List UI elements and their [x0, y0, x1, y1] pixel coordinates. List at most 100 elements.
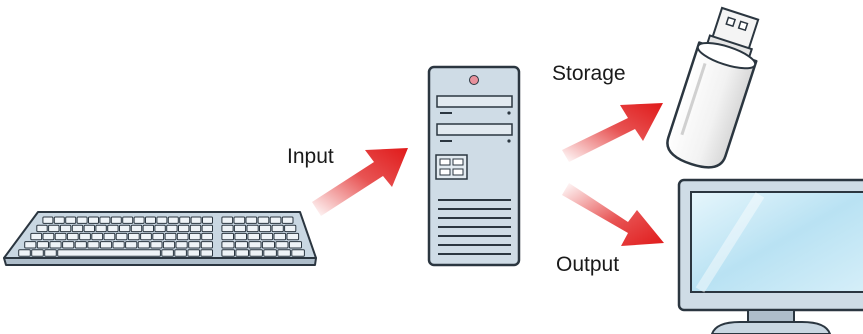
keyboard-key: [125, 241, 138, 249]
keypad-key: [261, 241, 275, 249]
storage-arrow: [562, 103, 663, 162]
keypad-key: [234, 241, 248, 249]
keypad-key: [273, 232, 287, 241]
keyboard-key: [127, 232, 140, 241]
keyboard-key: [36, 224, 48, 233]
keyboard-key: [103, 232, 116, 241]
keyboard-key: [115, 232, 128, 241]
keypad-key: [221, 216, 234, 224]
keyboard-key: [130, 224, 143, 233]
keypad-key: [221, 232, 234, 241]
keyboard-key: [175, 241, 188, 249]
keyboard-key: [142, 224, 155, 233]
keypad-key: [235, 249, 249, 257]
keyboard-key: [88, 216, 99, 224]
keyboard-key: [187, 249, 200, 257]
keyboard-key: [202, 216, 213, 224]
keyboard-key: [189, 224, 202, 233]
keyboard-key: [145, 216, 156, 224]
keyboard-key: [65, 216, 77, 224]
keypad-key: [291, 249, 305, 257]
keyboard-key: [200, 241, 214, 249]
keyboard-key: [91, 232, 104, 241]
keypad-key: [260, 232, 274, 241]
keyboard-key: [79, 232, 91, 241]
storage-label: Storage: [552, 62, 626, 85]
keyboard-key: [178, 224, 190, 233]
keypad-key: [286, 232, 300, 241]
keypad-key: [271, 224, 284, 233]
keyboard-key: [53, 216, 65, 224]
keyboard-key: [201, 224, 214, 233]
keyboard-key: [150, 241, 163, 249]
keypad-key: [221, 224, 234, 233]
keyboard-key: [42, 216, 54, 224]
keypad-key: [245, 216, 258, 224]
keypad-key: [263, 249, 277, 257]
keyboard-key: [31, 249, 44, 257]
keyboard-key: [76, 216, 88, 224]
keyboard-key: [74, 241, 87, 249]
keyboard-key: [161, 249, 174, 257]
keyboard-key: [44, 249, 57, 257]
output-label: Output: [556, 253, 620, 276]
keyboard-key: [18, 249, 31, 257]
keyboard-keys: [18, 216, 305, 257]
keyboard-icon: [3, 211, 317, 266]
keyboard-key: [152, 232, 165, 241]
keyboard-key: [87, 241, 100, 249]
keypad-key: [257, 216, 270, 224]
keyboard-key: [166, 224, 178, 233]
keypad-key: [275, 241, 289, 249]
keyboard-key: [66, 232, 79, 241]
keypad-key: [221, 241, 235, 249]
keyboard-key: [24, 241, 37, 249]
usb-drive-icon: [666, 6, 760, 169]
keypad-key: [259, 224, 272, 233]
keypad-key: [247, 232, 260, 241]
keypad-key: [269, 216, 282, 224]
keyboard-key: [95, 224, 107, 233]
output-arrow: [562, 183, 664, 246]
keyboard-key: [83, 224, 95, 233]
keyboard-key: [99, 241, 113, 249]
input-label: Input: [287, 145, 334, 168]
keyboard-key: [167, 216, 179, 224]
keypad-key: [288, 241, 302, 249]
keyboard-key: [156, 216, 168, 224]
keypad-key: [233, 216, 246, 224]
keyboard-key: [174, 249, 187, 257]
keyboard-key: [164, 232, 177, 241]
keyboard-key: [42, 232, 55, 241]
keyboard-key: [107, 224, 119, 233]
keyboard-key: [119, 224, 131, 233]
keyboard-key: [59, 224, 72, 233]
keypad-key: [284, 224, 297, 233]
keyboard-key: [154, 224, 166, 233]
keyboard-key: [71, 224, 84, 233]
keyboard-key: [201, 232, 213, 241]
keyboard-key: [190, 216, 202, 224]
keyboard-key: [188, 241, 201, 249]
keyboard-key: [200, 249, 213, 257]
keyboard-key: [54, 232, 67, 241]
keyboard-key: [99, 216, 111, 224]
keyboard-key: [162, 241, 176, 249]
keyboard-key: [189, 232, 201, 241]
keyboard-key: [36, 241, 49, 249]
keypad-key: [249, 249, 263, 257]
keypad-key: [246, 224, 259, 233]
keyboard-key: [133, 216, 145, 224]
keyboard-key: [179, 216, 191, 224]
monitor-icon: [677, 178, 863, 334]
keyboard-key: [176, 232, 189, 241]
keyboard-key: [140, 232, 152, 241]
keypad-key: [281, 216, 294, 224]
keyboard-key: [49, 241, 62, 249]
keyboard-spacebar: [57, 249, 161, 257]
keypad-key: [233, 224, 247, 233]
keyboard-key: [62, 241, 75, 249]
keyboard-key: [122, 216, 134, 224]
